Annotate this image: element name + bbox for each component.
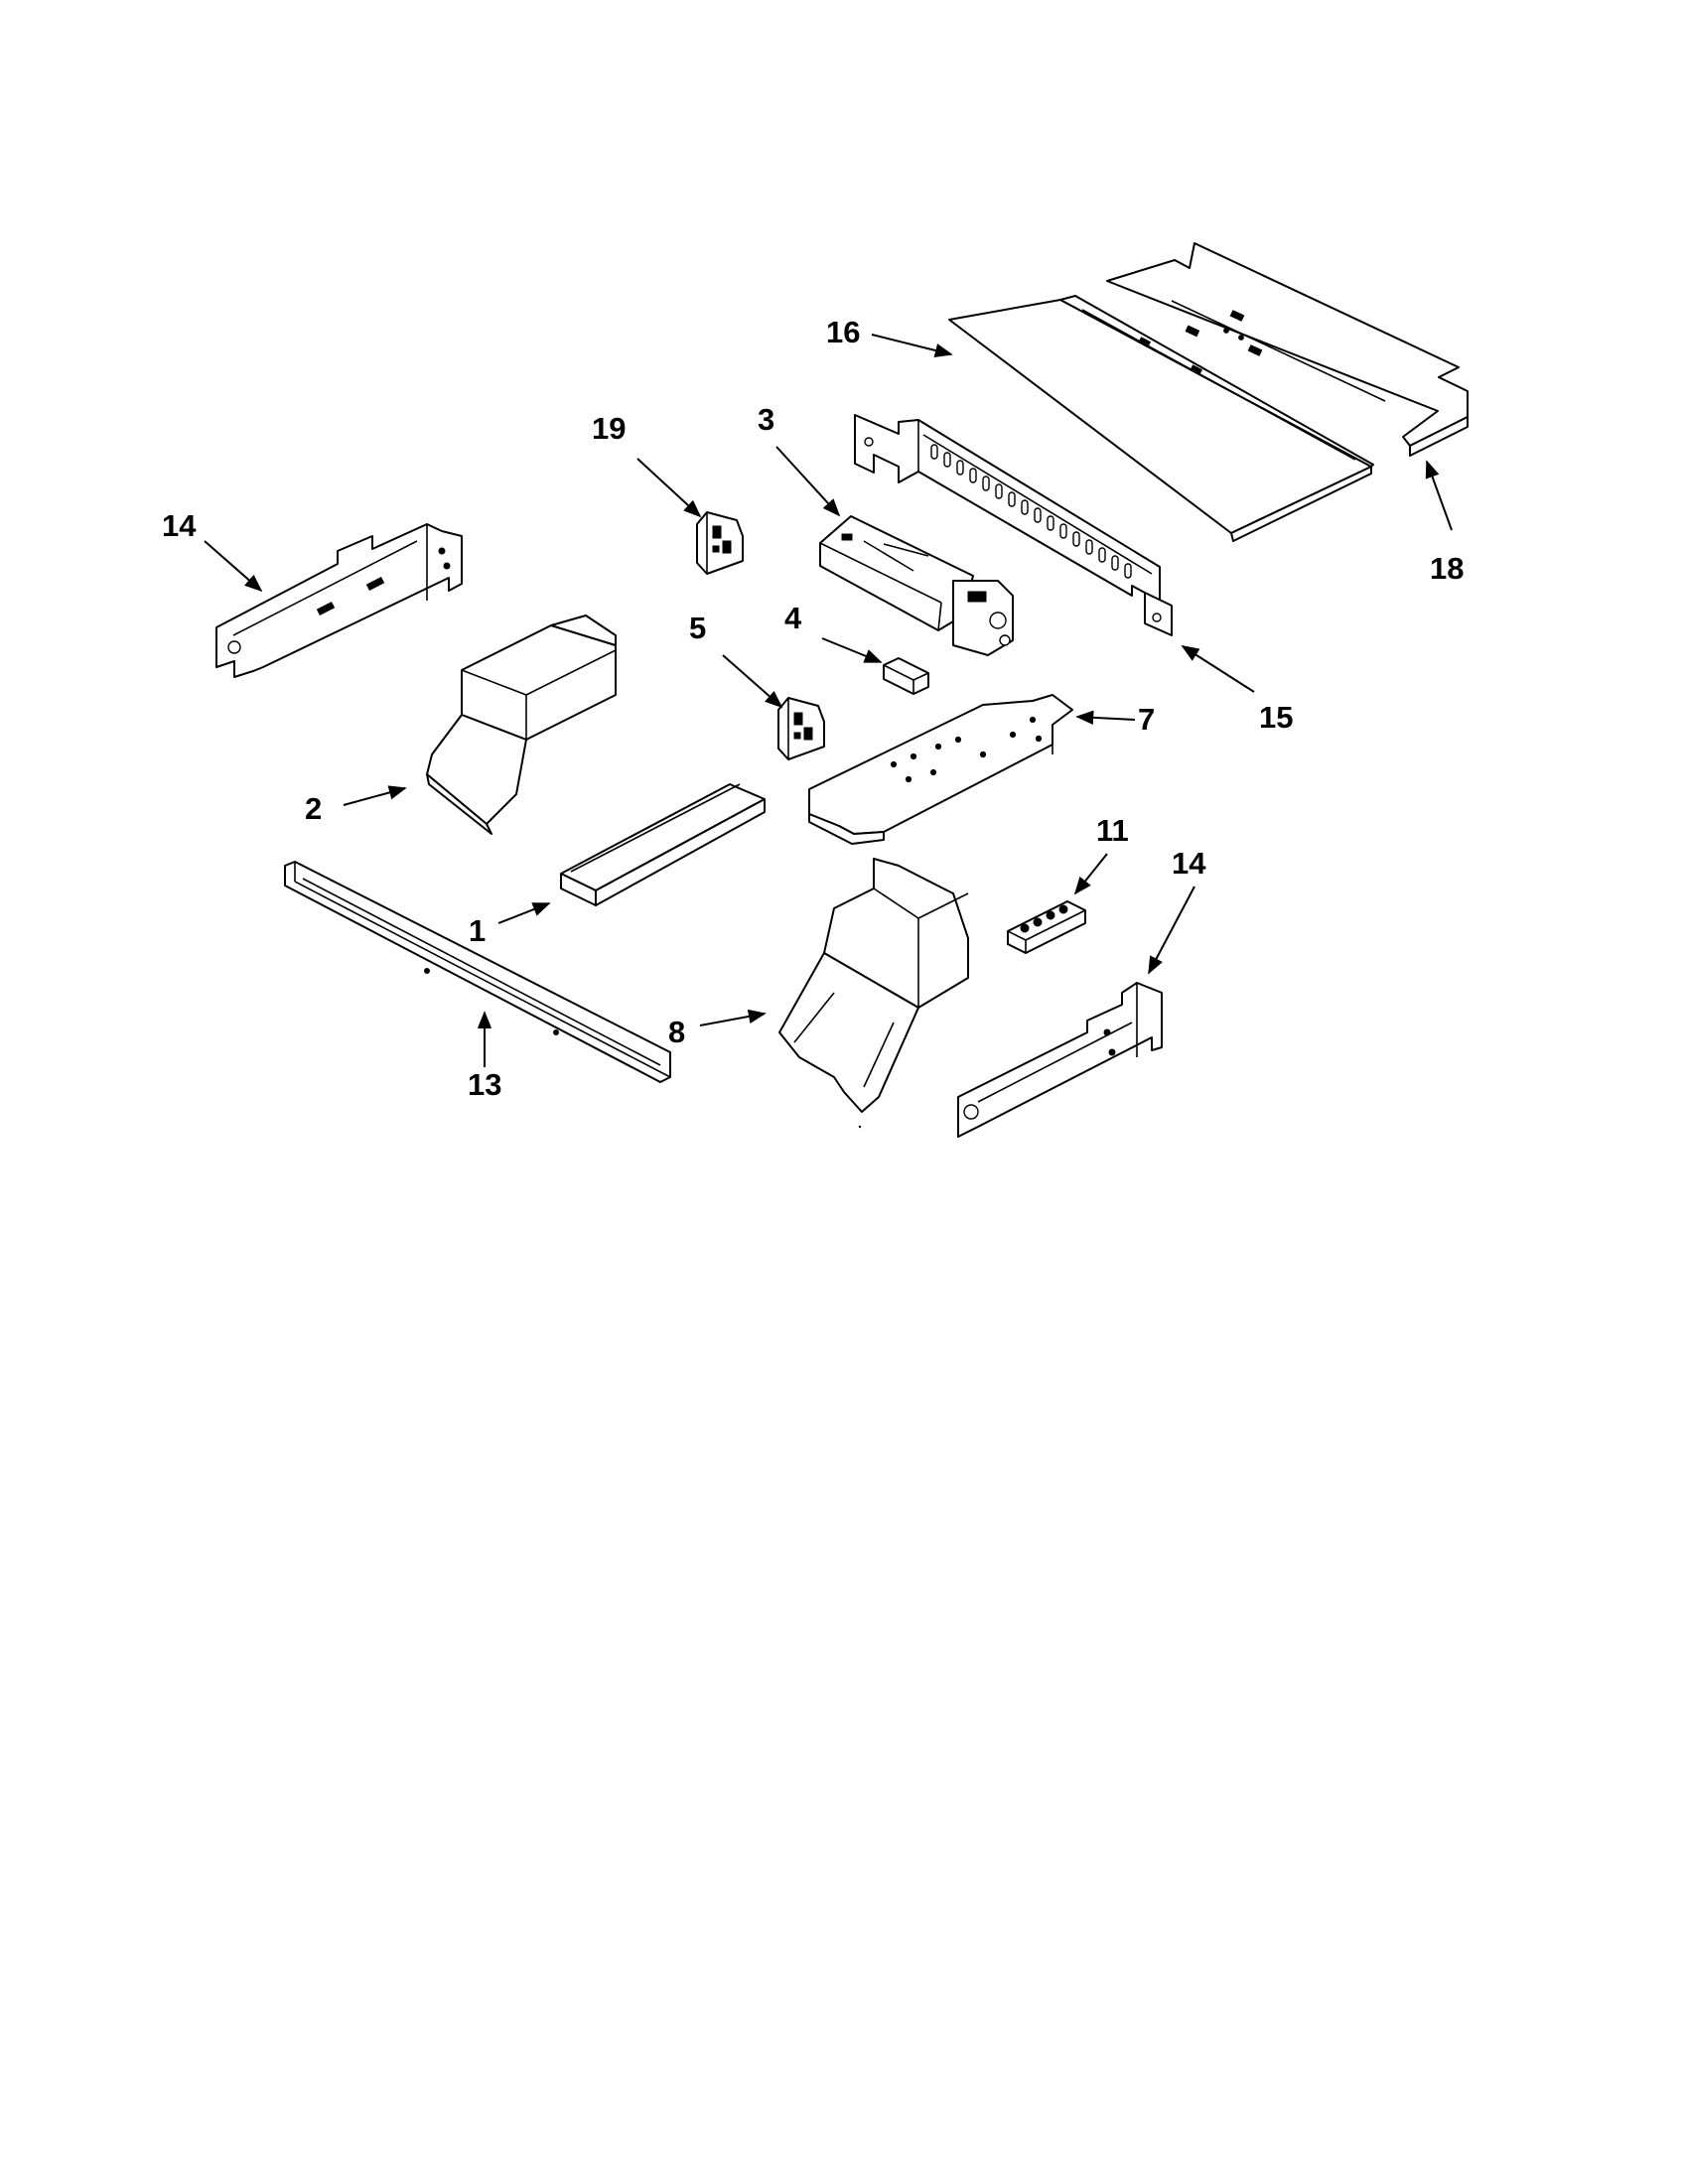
- part-1-channel: [560, 783, 766, 906]
- leader-1: [497, 902, 551, 924]
- callout-2: 2: [305, 791, 322, 826]
- part-11-terminal-block: [1007, 900, 1086, 954]
- leader-16: [871, 334, 953, 358]
- part-18-rear-panel: [1106, 242, 1469, 457]
- leader-7: [1075, 710, 1136, 726]
- callout-4: 4: [784, 601, 802, 635]
- leader-18: [1425, 460, 1453, 531]
- callout-5: 5: [689, 611, 706, 645]
- callout-1: 1: [469, 913, 486, 948]
- leader-14-right: [1148, 886, 1195, 975]
- leader-lines: [204, 334, 1453, 1067]
- part-4-connector: [883, 657, 929, 695]
- callout-14-left: 14: [162, 508, 197, 543]
- part-14-right-bracket: [957, 982, 1163, 1138]
- part-7-mounting-plate: [808, 694, 1073, 845]
- part-19-switch: [696, 511, 744, 575]
- part-8-bottom-duct: [778, 858, 969, 1113]
- part-5-switch: [777, 697, 825, 760]
- callout-14-right: 14: [1172, 846, 1206, 881]
- callout-15: 15: [1259, 700, 1293, 735]
- leader-2: [343, 785, 407, 806]
- leader-3: [775, 446, 841, 517]
- callout-labels: 16 18 19 3 14 15 4 5 7 2 1 11 14 8 13: [162, 315, 1464, 1102]
- leader-5: [722, 654, 783, 709]
- part-14-left-bracket: [215, 523, 463, 678]
- callout-8: 8: [668, 1015, 685, 1049]
- part-3-module: [819, 515, 1014, 656]
- leader-8: [699, 1009, 767, 1026]
- scan-speck: [858, 1125, 862, 1129]
- plate-holes: [890, 716, 1043, 783]
- callout-11: 11: [1096, 813, 1129, 848]
- leader-15: [1181, 645, 1255, 693]
- leader-4: [821, 637, 883, 663]
- callout-18: 18: [1430, 551, 1464, 586]
- part-15-vent-bracket: [854, 414, 1173, 636]
- leader-14-left: [204, 540, 263, 593]
- leader-11: [1073, 853, 1108, 895]
- callout-3: 3: [758, 402, 774, 437]
- part-16-top-panel: [948, 295, 1374, 542]
- callout-13: 13: [468, 1067, 501, 1102]
- leader-19: [636, 458, 702, 518]
- callout-16: 16: [826, 315, 860, 349]
- vent-slots: [930, 444, 1132, 579]
- callout-7: 7: [1138, 702, 1155, 737]
- part-2-duct: [426, 614, 617, 835]
- callout-19: 19: [592, 411, 626, 446]
- part-13-rail: [284, 861, 671, 1083]
